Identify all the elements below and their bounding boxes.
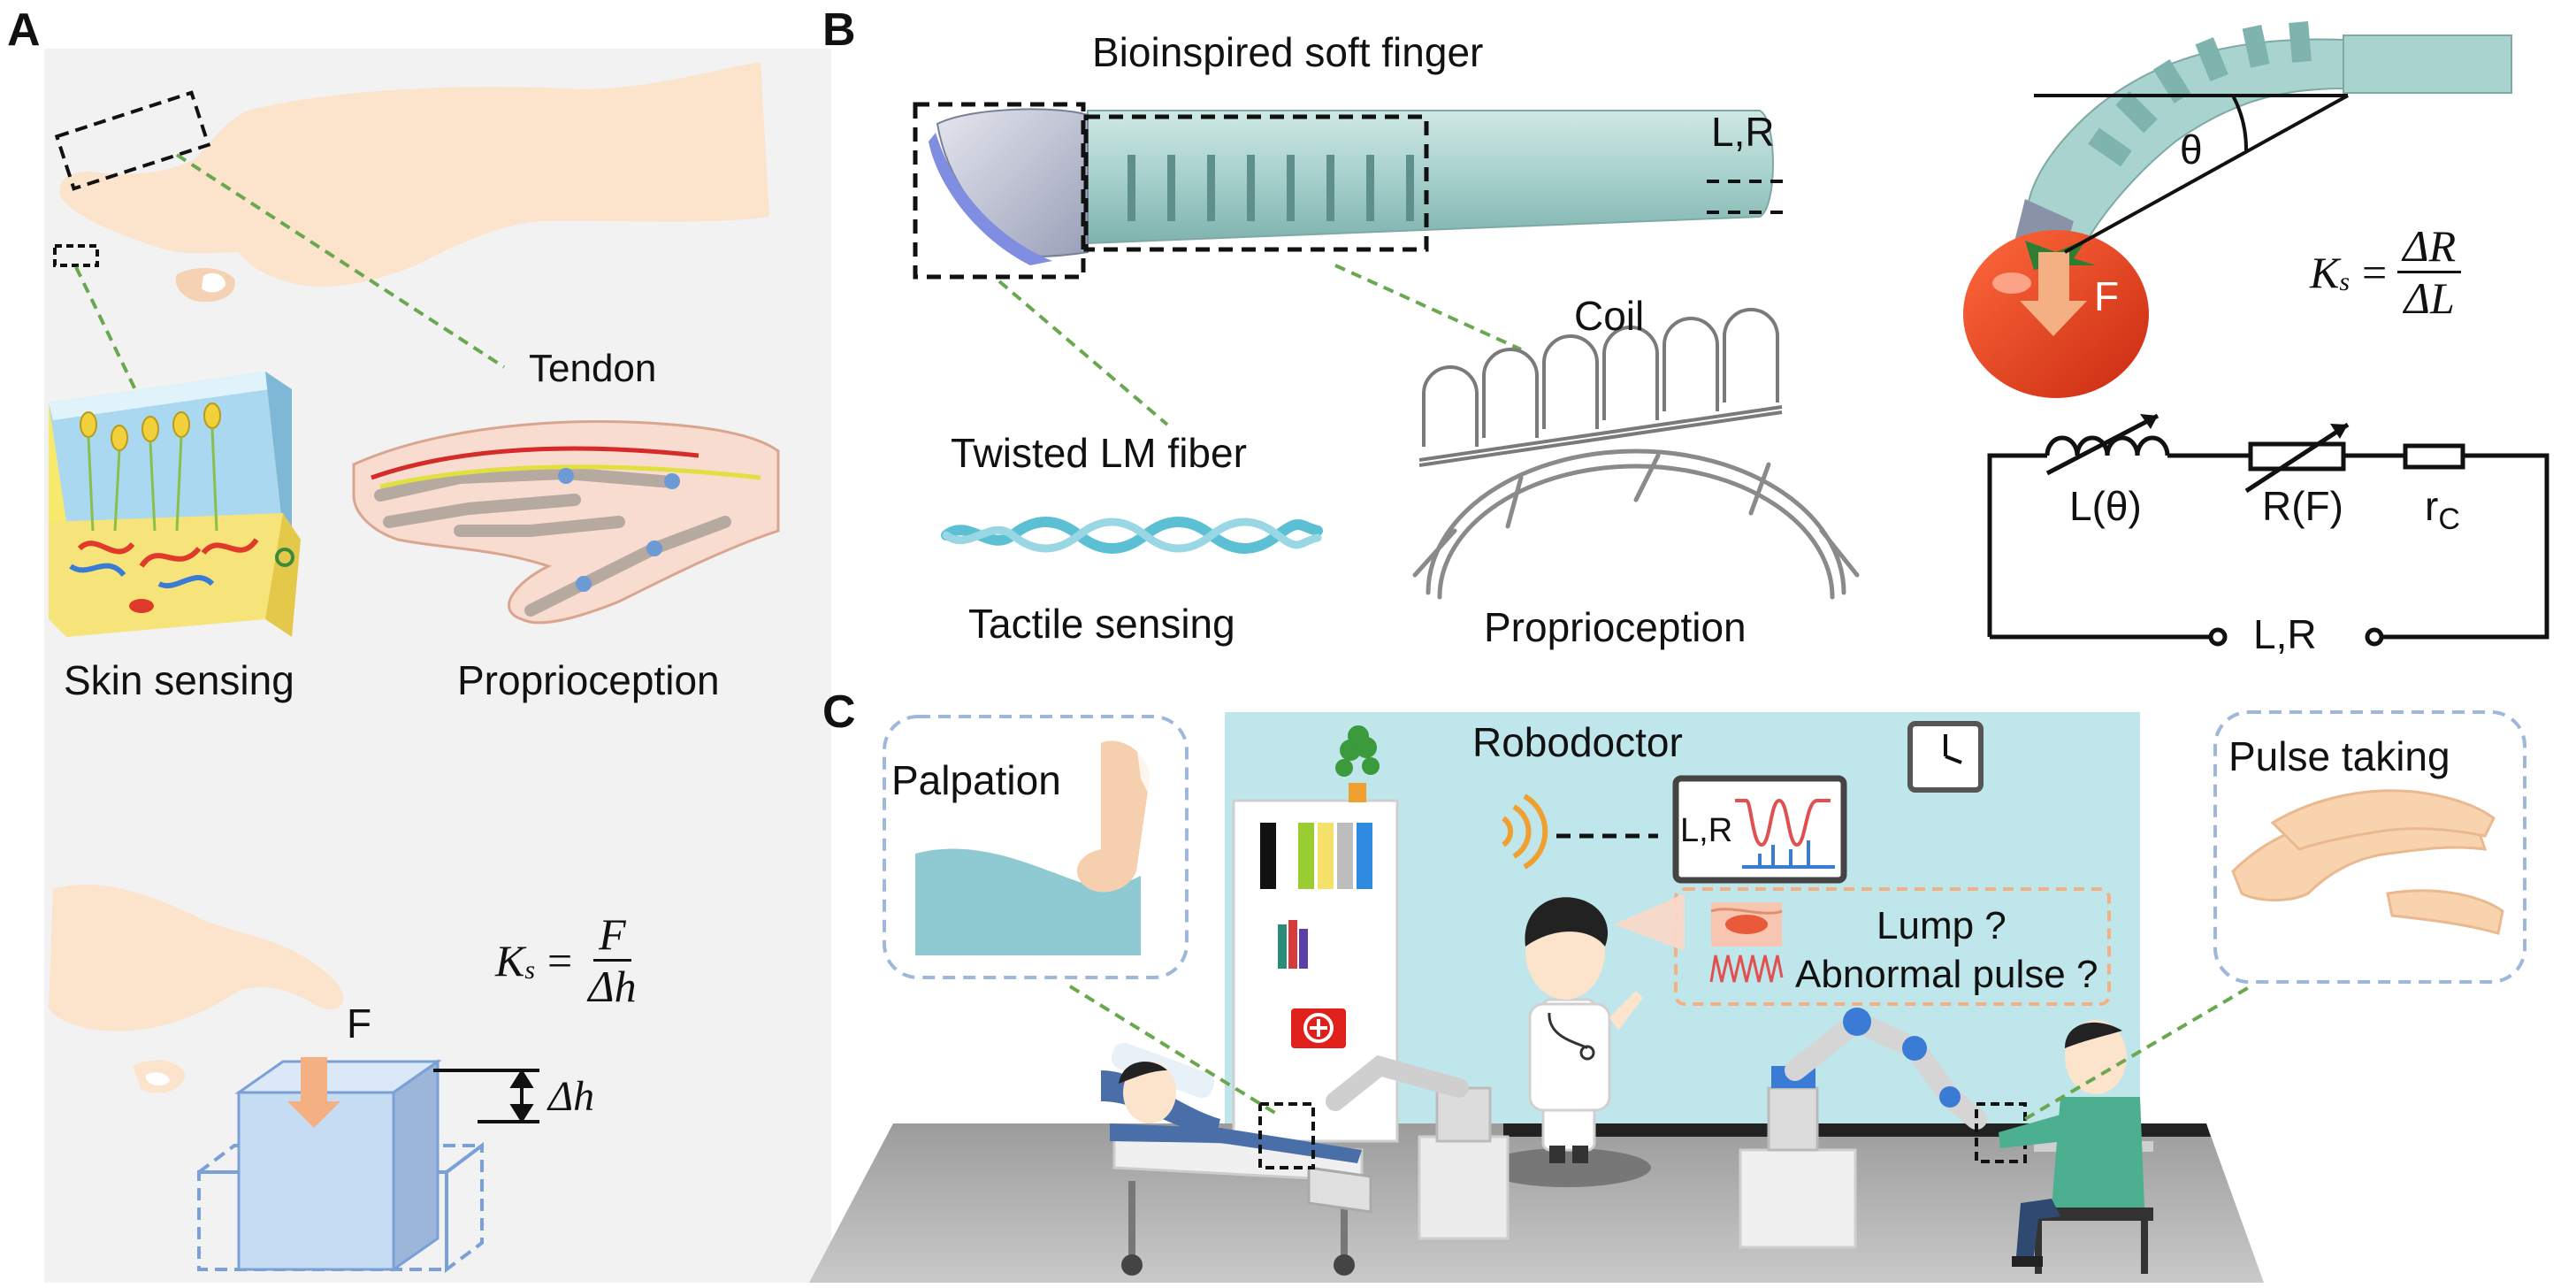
coil-label: Coil xyxy=(1574,293,1645,339)
hand-skin-box xyxy=(53,244,99,267)
panel-b-artwork xyxy=(913,21,2549,647)
rc-main: r xyxy=(2425,483,2439,529)
equation-b-eq: = xyxy=(2362,247,2388,297)
proprioception-label-a: Proprioception xyxy=(457,657,720,703)
pulse-taking-label: Pulse taking xyxy=(2228,733,2450,779)
seated-patient xyxy=(1999,1020,2153,1274)
wireless-signal-icon xyxy=(1502,794,1548,870)
equation-b-numerator: ΔR xyxy=(2397,221,2462,273)
tomato-force-arrow xyxy=(2020,252,2087,336)
bent-finger-model xyxy=(2012,21,2512,265)
abnormal-pulse-label: Abnormal pulse ? xyxy=(1795,953,2098,996)
pulse-hands-illustration xyxy=(2231,789,2504,935)
proprioception-arc xyxy=(1412,448,1860,600)
resistor-label: R(F) xyxy=(2262,483,2343,529)
panel-c-artwork xyxy=(809,710,2526,1283)
left-robot-arm xyxy=(1326,1054,1510,1240)
hand-skeleton-illustration xyxy=(352,419,780,625)
equation-a-denominator: Δh xyxy=(588,962,637,1011)
upper-hand-illustration xyxy=(59,62,770,303)
force-label-a: F xyxy=(347,1000,372,1046)
delta-h-marker xyxy=(433,1069,539,1123)
skin-cross-section xyxy=(49,372,301,637)
theta-label: θ xyxy=(2180,126,2203,172)
proprioception-label-b: Proprioception xyxy=(1484,604,1747,650)
lr-output-leads xyxy=(1707,180,1791,214)
palpation-contact-box xyxy=(1258,1102,1315,1169)
twisted-lm-fiber xyxy=(941,517,1323,554)
soft-finger-title: Bioinspired soft finger xyxy=(1092,29,1484,75)
circuit-diagram xyxy=(1987,413,2549,647)
panel-a-letter: A xyxy=(7,4,41,56)
equation-b-denominator: ΔL xyxy=(2404,273,2455,323)
signal-monitor xyxy=(1672,775,1847,884)
patient-bed xyxy=(1101,1042,1372,1276)
rc-sub: C xyxy=(2438,502,2460,537)
gaze-beam xyxy=(1614,893,1685,951)
tissue-icon xyxy=(1709,902,1784,983)
circuit-output-label: L,R xyxy=(2253,611,2317,657)
finger-body-box xyxy=(1083,114,1429,252)
hand-tendon-box xyxy=(54,90,211,191)
equation-a-sub: s xyxy=(524,954,536,985)
palpation-label: Palpation xyxy=(891,757,1061,803)
coil-drawing xyxy=(1418,308,1783,467)
equation-b-lhs: K xyxy=(2310,247,2340,297)
skin-sensing-label: Skin sensing xyxy=(64,657,294,703)
lower-hand-illustration xyxy=(49,884,344,1093)
inductor-label: L(θ) xyxy=(2069,483,2142,529)
tactile-sensing-label: Tactile sensing xyxy=(968,601,1235,647)
finger-tip-box xyxy=(913,102,1086,280)
monitor-lr-label: L,R xyxy=(1680,812,1733,849)
twisted-fiber-label: Twisted LM fiber xyxy=(951,430,1247,476)
robodoctor-label: Robodoctor xyxy=(1472,719,1683,765)
contact-resistance-label: rC xyxy=(2425,482,2460,537)
equation-a-lhs: K xyxy=(495,935,525,985)
force-label-b: F xyxy=(2094,273,2120,319)
panel-a-artwork xyxy=(44,49,831,1283)
compressible-cube xyxy=(194,1057,487,1273)
delta-h-label: Δh xyxy=(548,1073,595,1120)
palpation-inset-box xyxy=(883,715,1189,979)
lump-label: Lump ? xyxy=(1877,904,2007,947)
panel-c-letter: C xyxy=(822,686,856,738)
lr-label-finger: L,R xyxy=(1711,109,1775,155)
doctor-figure xyxy=(1483,897,1651,1187)
panel-b-letter: B xyxy=(822,4,856,56)
soft-finger-model xyxy=(929,108,1774,265)
equation-a-numerator: F xyxy=(593,909,631,962)
pulse-inset-box xyxy=(2213,710,2526,984)
wall-clock-icon xyxy=(1907,721,1984,793)
equation-b-sub: s xyxy=(2339,266,2351,296)
right-robot-arm xyxy=(1739,1008,1987,1249)
bend-angle-marker xyxy=(2034,94,2349,254)
tendon-label: Tendon xyxy=(529,347,657,390)
equation-a-eq: = xyxy=(547,935,573,985)
